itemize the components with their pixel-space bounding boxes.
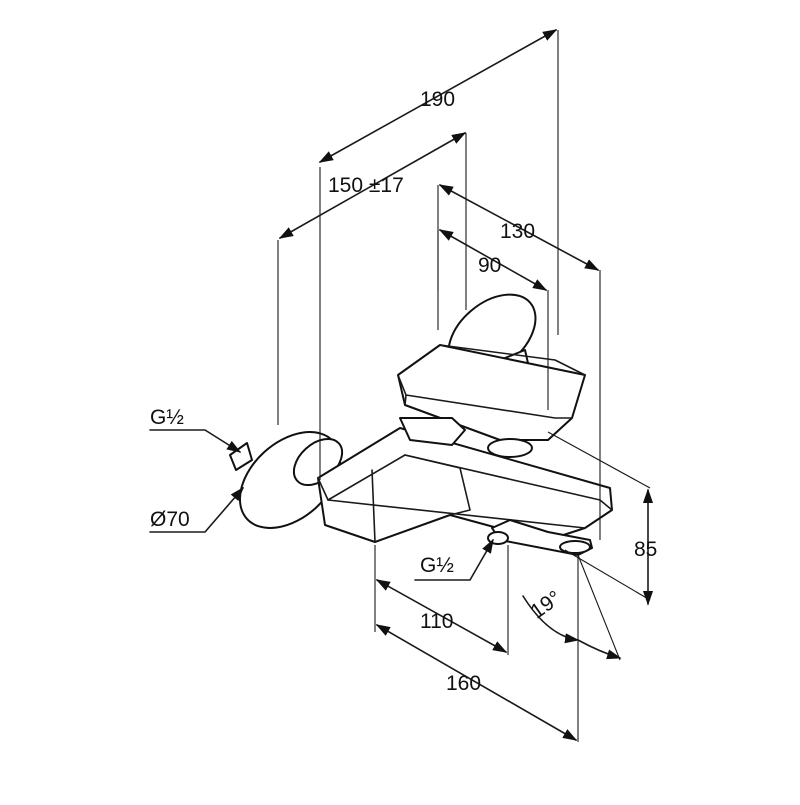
dim-160-label: 160 <box>446 672 481 695</box>
lever-handle <box>397 344 586 441</box>
inlet-thread-label: G½ <box>150 406 184 429</box>
rosette-diameter-label: Ø70 <box>150 508 190 531</box>
dim-85-label: 85 <box>634 538 657 561</box>
dim-110-label: 110 <box>420 610 453 633</box>
dimension-lines <box>149 29 654 742</box>
dim-190-label: 190 <box>420 88 455 111</box>
inlet-nipple <box>229 442 253 471</box>
dim-130-label: 130 <box>500 220 535 243</box>
dim-150-label: 150 ±17 <box>328 174 404 197</box>
dim-angle-label: 19° <box>526 586 565 623</box>
outlet-thread-label: G½ <box>420 554 454 577</box>
main-body <box>317 427 613 543</box>
dim-90-label: 90 <box>478 254 501 277</box>
faucet-body <box>229 293 613 556</box>
